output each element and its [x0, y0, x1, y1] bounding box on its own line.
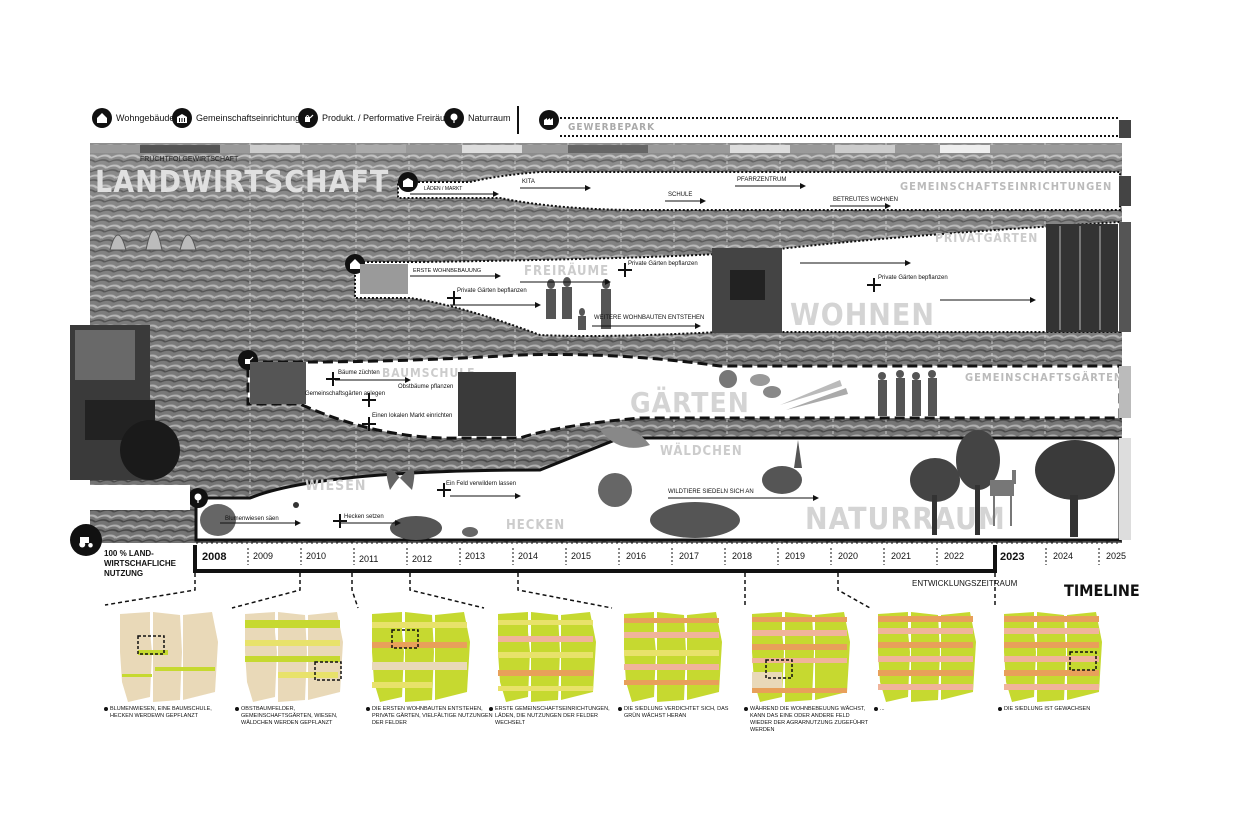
caption-2012: DIE ERSTEN WOHNBAUTEN ENTSTEHEN, PRIVATE…	[366, 706, 493, 726]
caption-2016: DIE SIEDLUNG VERDICHTET SICH, DAS GRÜN W…	[618, 706, 746, 720]
community-building-icon	[172, 108, 192, 128]
year-2011: 2011	[359, 554, 379, 564]
house-icon	[92, 108, 112, 128]
annotation-private-gaerten-1: Private Gärten bepflanzen	[457, 288, 527, 294]
year-2020: 2020	[838, 551, 859, 561]
annotation-gemeinschaftsgaerten-anlegen: Gemeinschaftsgärten anlegen	[305, 391, 386, 397]
annotation-erste-wohnbebauung: ERSTE WOHNBEBAUUNG	[413, 268, 482, 274]
map-2023	[1004, 612, 1102, 702]
gemeinschaftsgaerten-label: GEMEINSCHAFTSGÄRTEN	[965, 371, 1124, 384]
legend-divider	[517, 106, 519, 134]
legend-freiraeume: Produkt. / Performative Freiräume	[298, 108, 458, 128]
entwicklungszeitraum-label: ENTWICKLUNGSZEITRAUM	[912, 579, 1018, 588]
year-2010: 2010	[306, 551, 327, 561]
wiesen-label: WIESEN	[305, 478, 367, 494]
annotation-hecken-setzen: Hecken setzen	[344, 514, 384, 520]
gewerbepark-end-bar	[1119, 120, 1131, 138]
tree-icon	[444, 108, 464, 128]
hecken-label: HECKEN	[506, 518, 566, 533]
map-2014	[498, 612, 596, 702]
year-2013: 2013	[465, 551, 486, 561]
legend-wohngebaeude: Wohngebäude	[92, 108, 174, 128]
year-2024: 2024	[1053, 551, 1074, 561]
photo-nursery	[458, 372, 516, 436]
year-2012: 2012	[412, 554, 433, 564]
annotation-lokaler-markt: Einen lokalen Markt einrichten	[372, 413, 453, 419]
tree-icon	[188, 488, 208, 508]
rabbit-image	[762, 466, 802, 494]
butterfly-image	[386, 468, 415, 490]
map-2008	[120, 612, 218, 702]
annotation-blumenwiesen: Blumenwiesen säen	[225, 516, 279, 522]
year-2018: 2018	[732, 551, 753, 561]
photo-gardening	[250, 362, 306, 404]
gewerbepark-label: GEWERBEPARK	[568, 122, 656, 133]
year-2022: 2022	[944, 551, 965, 561]
year-2023: 2023	[1000, 551, 1025, 563]
annotation-wildtiere: WILDTIERE SIEDELN SICH AN	[668, 489, 754, 495]
gewerbepark-band	[560, 117, 1120, 137]
year-2021: 2021	[891, 551, 912, 561]
annotation-weitere-wohnbauten: WEITERE WOHNBAUTEN ENTSTEHEN	[594, 315, 705, 321]
landwirtschaft-label: LANDWIRTSCHAFT	[95, 165, 390, 200]
caption-2014: ERSTE GEMEINSCHAFTSEINRICHTUNGEN, LÄDEN,…	[489, 706, 617, 727]
year-2014: 2014	[518, 551, 539, 561]
photo-construction	[360, 264, 408, 294]
photo-forest	[1046, 224, 1118, 332]
map-2010	[245, 612, 343, 702]
map-2020	[878, 612, 976, 702]
naturraum-label: NATURRAUM	[805, 502, 1006, 537]
annotation-kita: KITA	[522, 179, 535, 185]
year-2009: 2009	[253, 551, 274, 561]
watering-can-icon	[298, 108, 318, 128]
annotation-betreutes-wohnen: BETREUTES WOHNEN	[833, 197, 899, 203]
map-2016	[624, 612, 722, 702]
annotation-obstbaeume: Obstbäume pflanzen	[398, 384, 454, 390]
year-2017: 2017	[679, 551, 700, 561]
caption-2010: OBSTBAUMFELDER, GEMEINSCHAFTSGÄRTEN, WIE…	[235, 706, 363, 727]
legend-naturraum: Naturraum	[444, 108, 511, 128]
map-2012	[372, 612, 470, 702]
gemeinschaft-label: GEMEINSCHAFTSEINRICHTUNGEN	[900, 180, 1113, 193]
caption-2023: DIE SIEDLUNG IST GEWACHSEN	[998, 706, 1126, 713]
annotation-pfarrzentrum: PFARRZENTRUM	[737, 177, 787, 183]
annotation-feld-verwildern: Ein Feld verwildern lassen	[446, 481, 517, 487]
year-2019: 2019	[785, 551, 806, 561]
annotation-baeume-zuechten: Bäume züchten	[338, 370, 380, 376]
annotation-schule: SCHULE	[668, 192, 693, 198]
tractor-image	[70, 325, 190, 510]
gaerten-label: GÄRTEN	[630, 386, 750, 419]
annotation-private-gaerten-3: Private Gärten bepflanzen	[878, 275, 948, 281]
annotation-laden: LÄDEN / MARKT	[424, 186, 463, 192]
landwirtschaft-start-label: 100 % LAND- WIRTSCHAFLICHE NUTZUNG	[104, 549, 176, 578]
map-2018	[752, 612, 850, 702]
timeline-title: TIMELINE	[1064, 581, 1140, 600]
year-2008: 2008	[202, 551, 227, 563]
annotation-private-gaerten-2: Private Gärten bepflanzen	[628, 261, 698, 267]
caption-2020: ...	[874, 706, 1002, 713]
caption-2008: BLUMENWIESEN, EINE BAUMSCHULE, HECKEN WE…	[104, 706, 232, 720]
fruchtfolge-label: FRUCHTFOLGEWIRTSCHAFT	[140, 156, 239, 163]
house-icon	[398, 172, 418, 192]
baumschule-label: BAUMSCHULE	[382, 366, 476, 380]
tractor-icon	[70, 524, 102, 556]
band-gemeinschaft	[397, 171, 1121, 211]
year-2015: 2015	[571, 551, 592, 561]
freiraeume-label: FREIRÄUME	[524, 264, 610, 279]
wohnen-label: WOHNEN	[790, 298, 935, 333]
year-2025: 2025	[1106, 551, 1127, 561]
caption-2018: WÄHREND DIE WOHNBEBEUUNG WÄCHST, KANN DA…	[744, 706, 872, 734]
waeldchen-label: WÄLDCHEN	[660, 444, 743, 459]
factory-icon	[539, 110, 559, 130]
year-2016: 2016	[626, 551, 647, 561]
privatgaerten-label: PRIVATGÄRTEN	[935, 231, 1039, 245]
legend-gemeinschaft: Gemeinschaftseinrichtungen	[172, 108, 310, 128]
